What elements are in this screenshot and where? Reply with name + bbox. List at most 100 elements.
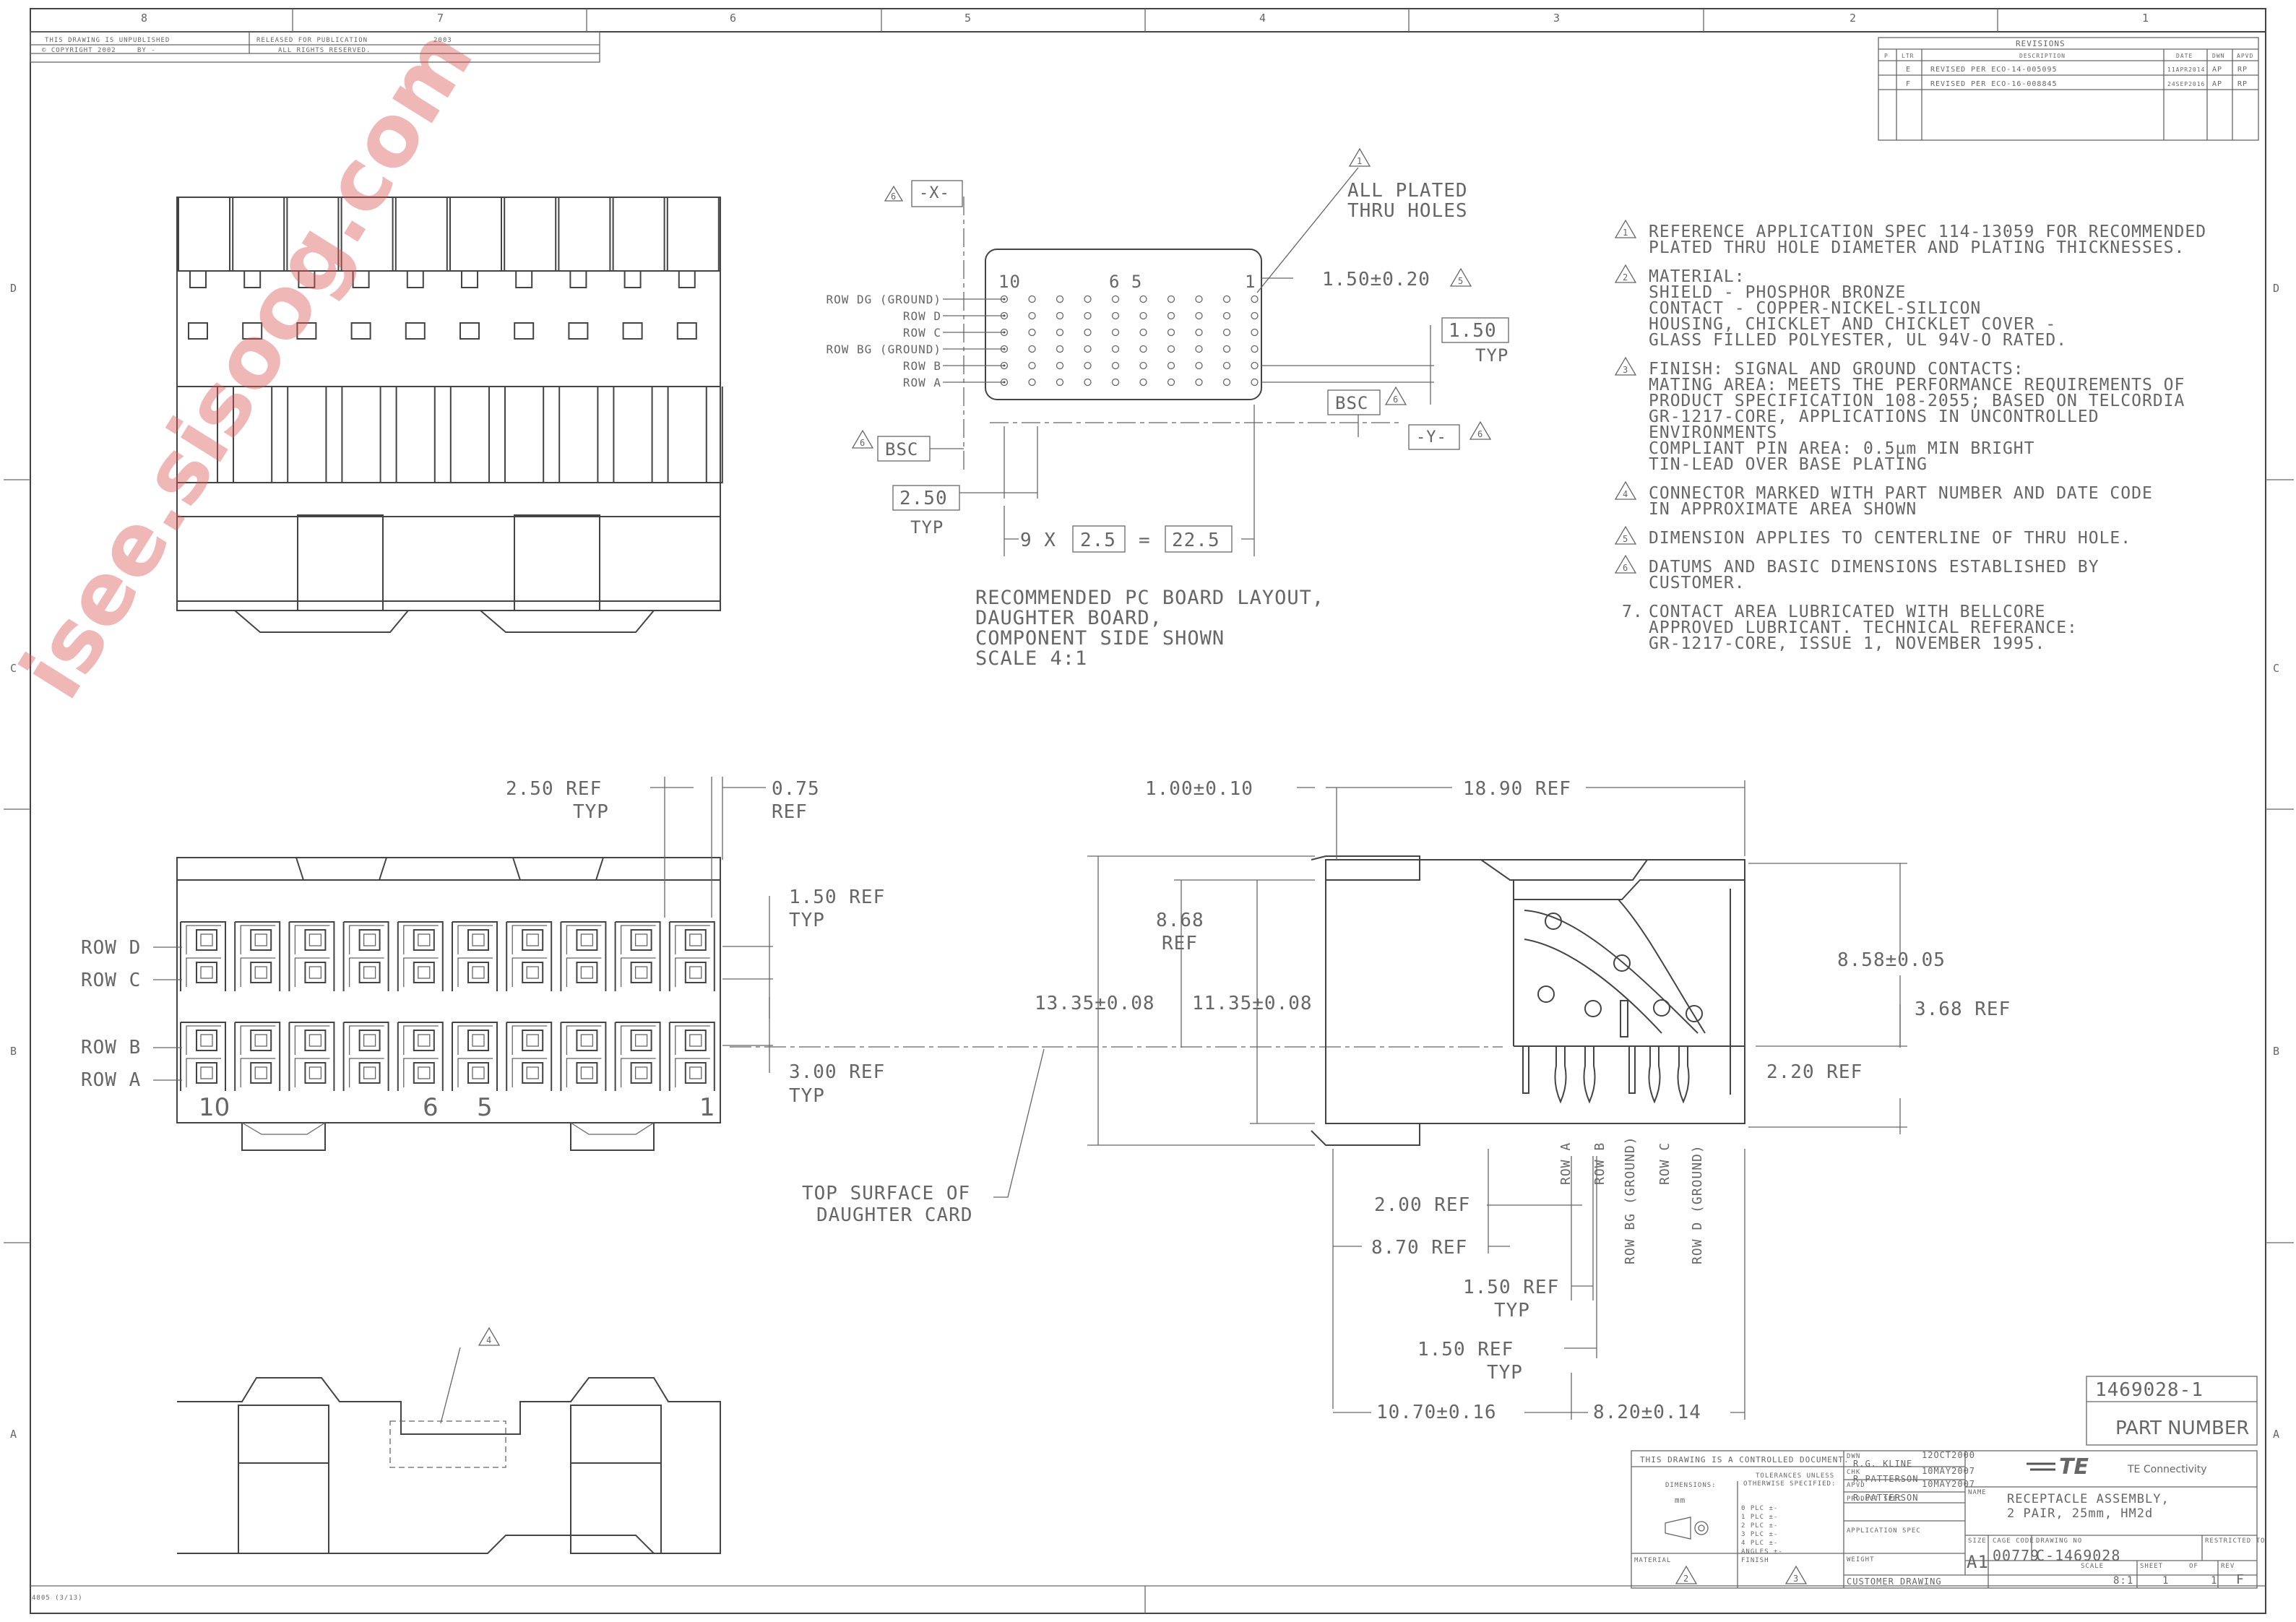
- contact-inner: [254, 1066, 267, 1079]
- contact-cell: [250, 1062, 272, 1084]
- contact-cell: [630, 1030, 652, 1051]
- press-fit-pin: [1648, 1046, 1661, 1104]
- top-window: [622, 322, 643, 340]
- top-window: [676, 322, 697, 340]
- thru-hole: [1139, 328, 1147, 337]
- dim-150-ref-front: 1.50 REF: [789, 887, 885, 908]
- tb-restricted: RESTRICTED TO: [2205, 1537, 2265, 1545]
- front-shell: [397, 921, 444, 991]
- contact-cell: [250, 929, 272, 951]
- tb-size-label: SIZE: [1968, 1537, 1987, 1545]
- top-window: [242, 322, 263, 340]
- pcb-col-1: 1: [1245, 272, 1256, 292]
- note-line: GLASS FILLED POLYESTER, UL 94V-O RATED.: [1649, 331, 2067, 350]
- bsc-left: BSC: [885, 439, 918, 460]
- tb-chk-name: R.PATTERSON: [1853, 1474, 1918, 1484]
- thru-hole: [1028, 378, 1036, 387]
- contact-cell: [576, 1030, 598, 1051]
- zone-D: D: [10, 282, 17, 295]
- front-row-c: ROW C: [81, 970, 141, 991]
- note-line: IN APPROXIMATE AREA SHOWN: [1649, 500, 1917, 519]
- thru-hole: [1056, 311, 1064, 320]
- note-line: CUSTOMER.: [1649, 574, 1745, 592]
- tb-scale-label: SCALE: [2081, 1563, 2104, 1570]
- thru-hole: [1195, 361, 1203, 370]
- tb-dwn-date: 12OCT2000: [1922, 1450, 1975, 1460]
- contact-inner: [363, 1034, 376, 1047]
- front-shell: [234, 921, 281, 991]
- contact-inner: [200, 933, 213, 946]
- note-flag-triangle: [1614, 356, 1637, 376]
- zone-ticks: [4, 9, 2294, 1613]
- contact-shield: [620, 957, 656, 987]
- note-flag-number: 3: [1623, 365, 1628, 375]
- tb-material: MATERIAL: [1634, 1557, 1671, 1564]
- contact-shield: [240, 1058, 276, 1087]
- top-slot: [271, 387, 289, 483]
- thru-hole: [1139, 378, 1147, 387]
- dim-150-ref-side-1: 1.50 REF: [1463, 1277, 1559, 1298]
- top-slot: [651, 387, 669, 483]
- contact-shield: [675, 957, 710, 987]
- dim-858: 8.58±0.05: [1837, 949, 1946, 971]
- thru-hole: [1251, 361, 1259, 370]
- contact-shield: [186, 1058, 221, 1087]
- plated-line-2: THRU HOLES: [1347, 200, 1468, 222]
- flag-4-bottom: 4: [486, 1335, 492, 1345]
- dim-075: 0.75: [772, 778, 820, 800]
- thru-hole: [1222, 295, 1231, 303]
- contact-shield: [457, 1025, 493, 1055]
- zone-3: 3: [1553, 12, 1561, 25]
- thru-hole: [1251, 345, 1259, 353]
- front-shell: [180, 921, 226, 991]
- top-window: [459, 322, 480, 340]
- press-fit-pin: [1554, 1046, 1567, 1104]
- contact-inner: [418, 1066, 431, 1079]
- note-line: CONNECTOR MARKED WITH PART NUMBER AND DA…: [1649, 484, 2153, 503]
- front-shell: [506, 1022, 553, 1091]
- third-angle-projection-icon: [1665, 1517, 1709, 1540]
- tb-tol-1: 1 PLC ±-: [1741, 1514, 1778, 1521]
- note-flag-3: 3: [1614, 356, 1637, 376]
- tb-apvd-label: APVD: [1847, 1482, 1865, 1489]
- top-slot: [325, 387, 343, 483]
- thru-hole: [1056, 295, 1064, 303]
- contact-shield: [620, 925, 656, 954]
- thru-hole: [1028, 361, 1036, 370]
- pcb-row-bg: ROW BG (GROUND): [827, 342, 942, 356]
- pcb-row-c: ROW C: [903, 326, 941, 340]
- contact-cell: [358, 1062, 381, 1084]
- contact-cell: [304, 1062, 327, 1084]
- header-unpublished: THIS DRAWING IS UNPUBLISHED: [45, 37, 170, 44]
- plated-line-1: ALL PLATED: [1347, 180, 1468, 202]
- te-brand: TE: [2059, 1454, 2089, 1480]
- pitch-eq: =: [1139, 530, 1151, 551]
- thru-hole: [1195, 378, 1203, 387]
- tb-tol-0: 0 PLC ±-: [1741, 1505, 1778, 1512]
- note-flag-triangle: [1614, 264, 1637, 283]
- thru-hole: [1028, 328, 1036, 337]
- front-typ-3: TYP: [789, 1085, 825, 1107]
- tb-of-n: 1: [2211, 1575, 2217, 1587]
- contact-inner: [689, 1034, 702, 1047]
- contact-cell: [196, 929, 217, 951]
- form-number: 4805 (3/13): [32, 1595, 83, 1602]
- thru-hole: [1222, 361, 1231, 370]
- pcb-row-a: ROW A: [903, 376, 941, 389]
- contact-shield: [566, 1025, 602, 1055]
- zone-5: 5: [964, 12, 972, 25]
- te-brand-full: TE Connectivity: [2127, 1464, 2207, 1475]
- revisions-table: REVISIONS P LTR DESCRIPTION DATE DWN APV…: [1878, 37, 2259, 141]
- rev-row-ltr: E: [1906, 66, 1911, 74]
- zone-7: 7: [437, 12, 444, 25]
- dim-100-010: 1.00±0.10: [1145, 778, 1253, 800]
- datum-x: -X-: [919, 184, 950, 202]
- contact-shield: [186, 925, 221, 954]
- top-slot: [597, 387, 615, 483]
- front-shell: [234, 1022, 281, 1091]
- contact-inner: [200, 1066, 213, 1079]
- flag-1-plated: 1: [1357, 156, 1363, 166]
- contact-shield: [512, 925, 548, 954]
- thru-hole: [1251, 378, 1259, 387]
- contact-inner: [363, 1066, 376, 1079]
